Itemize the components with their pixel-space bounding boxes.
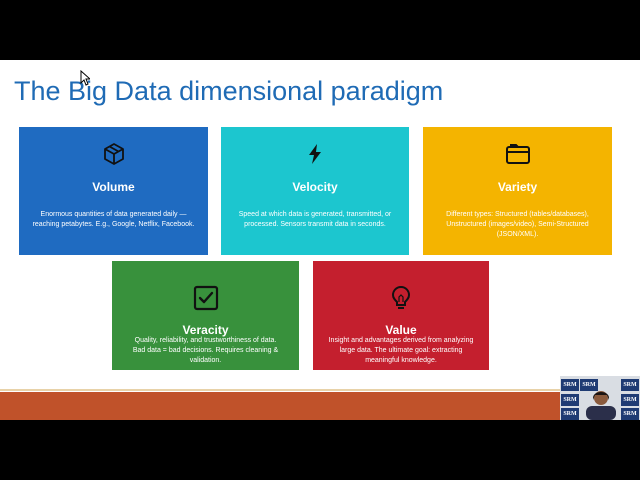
footer-bar (0, 392, 640, 420)
folder-icon (505, 144, 530, 164)
lightbulb-icon (391, 285, 411, 309)
card-value-title: Value (385, 323, 417, 337)
mouse-cursor-icon (80, 70, 90, 86)
presentation-slide: The Big Data dimensional paradigm Volume… (0, 60, 640, 420)
card-volume-description: Enormous quantities of data generated da… (32, 211, 195, 228)
card-veracity-description: Quality, reliability, and trustworthines… (132, 337, 279, 364)
card-velocity-title: Velocity (292, 180, 338, 194)
cube-icon (103, 143, 124, 165)
srm-logo: SRM (561, 379, 579, 391)
slide-title: The Big Data dimensional paradigm (14, 76, 444, 106)
card-veracity-title: Veracity (182, 323, 229, 337)
card-variety-title: Variety (497, 180, 538, 194)
srm-logo: SRM (580, 379, 598, 391)
card-veracity: Veracity Quality, reliability, and trust… (112, 261, 299, 370)
card-velocity-description: Speed at which data is generated, transm… (238, 211, 392, 228)
card-variety-description: Different types: Structured (tables/data… (446, 211, 589, 238)
presenter-avatar (586, 391, 616, 420)
webcam-overlay: SRM SRM SRM SRM SRM SRM SRM (560, 376, 640, 420)
footer-divider (0, 389, 640, 391)
card-variety: Variety Different types: Structured (tab… (423, 127, 612, 255)
srm-logo: SRM (561, 408, 579, 420)
card-volume: Volume Enormous quantities of data gener… (19, 127, 208, 255)
srm-logo: SRM (621, 394, 639, 406)
srm-logo: SRM (621, 379, 639, 391)
lightning-icon (309, 144, 321, 164)
srm-logo: SRM (621, 408, 639, 420)
card-value-description: Insight and advantages derived from anal… (328, 337, 474, 364)
checkbox-icon (193, 285, 218, 311)
srm-logo: SRM (561, 394, 579, 406)
card-value: Value Insight and advantages derived fro… (313, 261, 489, 370)
card-velocity: Velocity Speed at which data is generate… (221, 127, 409, 255)
card-volume-title: Volume (92, 180, 135, 194)
